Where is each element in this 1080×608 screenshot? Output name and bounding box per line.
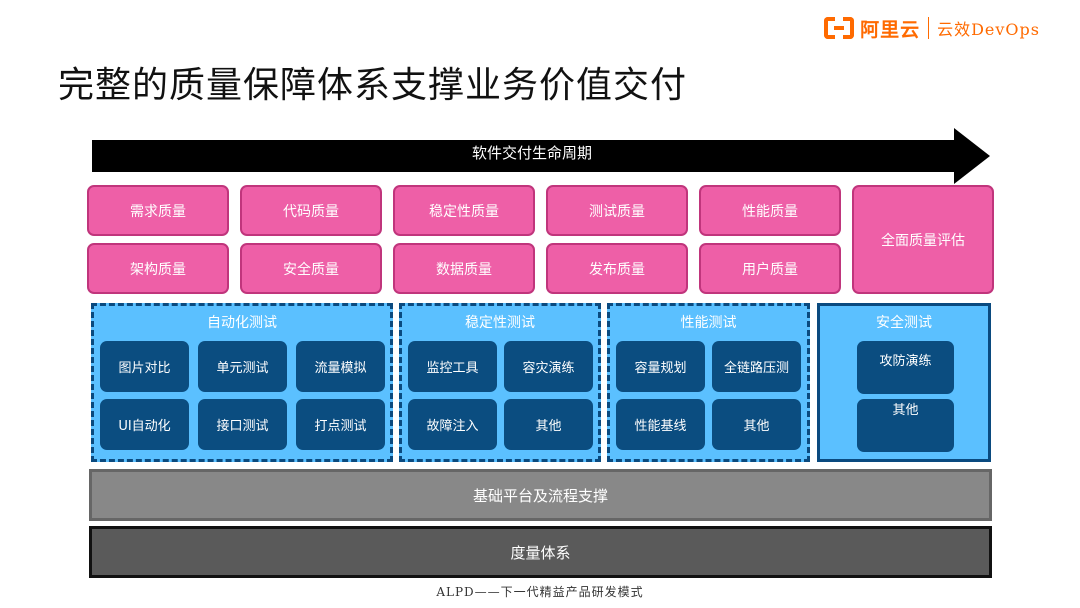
test-item: 容灾演练 — [504, 341, 593, 392]
performance-testing-group: 性能测试 容量规划 全链路压测 性能基线 其他 — [607, 303, 810, 462]
test-item: 性能基线 — [616, 399, 705, 450]
group-title: 性能测试 — [680, 315, 737, 331]
test-item: UI自动化 — [100, 399, 189, 450]
brand-name: 阿里云 — [860, 18, 921, 41]
test-item: 接口测试 — [198, 399, 287, 450]
lifecycle-arrow — [92, 128, 990, 184]
test-item: 其他 — [504, 399, 593, 450]
quality-box: 代码质量 — [240, 185, 382, 236]
test-item: 其他 — [712, 399, 801, 450]
security-testing-group: 安全测试 攻防演练 其他 — [817, 303, 991, 462]
test-item: 攻防演练 — [857, 341, 954, 394]
test-item: 容量规划 — [616, 341, 705, 392]
logo-divider — [928, 17, 930, 39]
aliyun-logo-icon — [824, 17, 855, 39]
quality-box: 稳定性质量 — [393, 185, 535, 236]
quality-box: 用户质量 — [699, 243, 841, 294]
metrics-system-bar: 度量体系 — [89, 526, 992, 578]
footer-caption: ALPD——下一代精益产品研发模式 — [436, 585, 644, 599]
overall-quality-box: 全面质量评估 — [852, 185, 994, 294]
automation-testing-group: 自动化测试 图片对比 单元测试 流量模拟 UI自动化 接口测试 打点测试 — [91, 303, 393, 462]
test-item: 全链路压测 — [712, 341, 801, 392]
group-title: 自动化测试 — [207, 315, 277, 331]
quality-box: 安全质量 — [240, 243, 382, 294]
quality-box: 需求质量 — [87, 185, 229, 236]
test-item: 监控工具 — [408, 341, 497, 392]
test-item: 其他 — [857, 399, 954, 452]
stability-testing-group: 稳定性测试 监控工具 容灾演练 故障注入 其他 — [399, 303, 601, 462]
test-item: 图片对比 — [100, 341, 189, 392]
test-item: 故障注入 — [408, 399, 497, 450]
test-item: 打点测试 — [296, 399, 385, 450]
test-item: 流量模拟 — [296, 341, 385, 392]
product-name: 云效DevOps — [937, 20, 1040, 39]
test-item: 单元测试 — [198, 341, 287, 392]
quality-box: 发布质量 — [546, 243, 688, 294]
lifecycle-arrow-label: 软件交付生命周期 — [471, 144, 592, 162]
group-title: 安全测试 — [876, 315, 932, 331]
quality-box: 性能质量 — [699, 185, 841, 236]
quality-box: 架构质量 — [87, 243, 229, 294]
quality-box: 测试质量 — [546, 185, 688, 236]
slide-title: 完整的质量保障体系支撑业务价值交付 — [58, 65, 688, 106]
group-title: 稳定性测试 — [465, 315, 535, 331]
quality-box: 数据质量 — [393, 243, 535, 294]
aliyun-devops-logo: 阿里云 云效DevOps — [824, 14, 1040, 42]
platform-support-bar: 基础平台及流程支撑 — [89, 469, 992, 521]
